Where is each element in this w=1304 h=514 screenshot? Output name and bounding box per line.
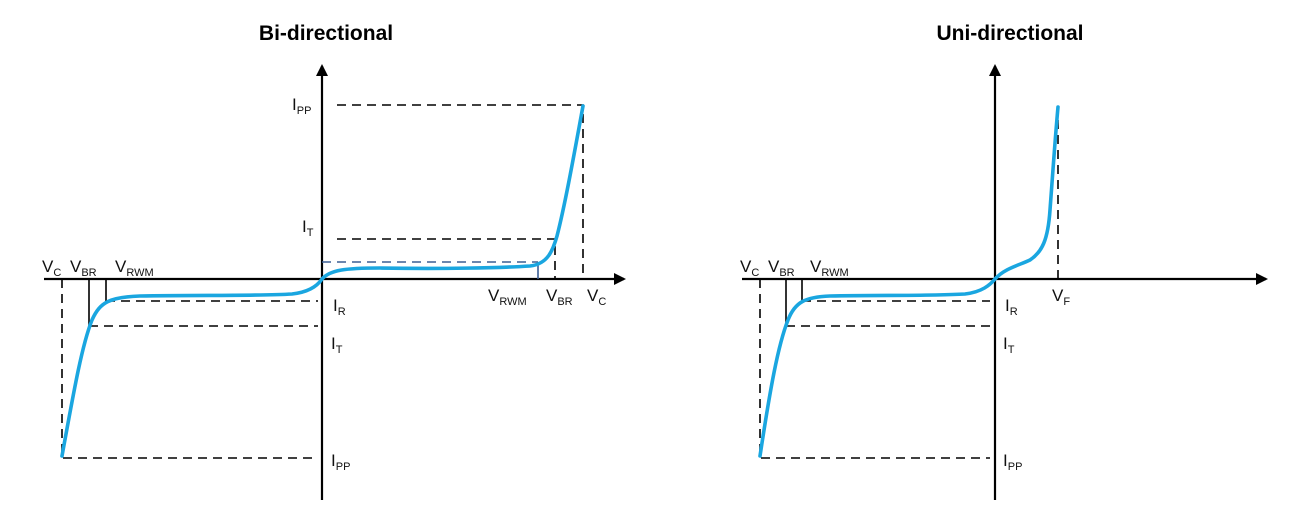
bi-label-vc-neg: VC (42, 257, 61, 279)
uni-iv-curve (758, 105, 1060, 458)
uni-label-vbr-neg: VBR (768, 257, 795, 279)
bi-label-vrwm-pos: VRWM (488, 286, 527, 308)
bidirectional-panel: Bi-directional IPP IT VRWM VBR VC (42, 22, 626, 500)
uni-label-ipp-bottom: IPP (1003, 451, 1022, 473)
bi-label-ipp-top: IPP (292, 95, 311, 117)
bi-label-vbr-pos: VBR (546, 286, 573, 308)
bi-it-top-guide (337, 238, 556, 279)
bi-label-vc-pos: VC (587, 286, 606, 308)
uni-ipp-bottom-guide (759, 279, 990, 459)
bi-label-it-top: IT (302, 217, 314, 239)
uni-label-vrwm-neg: VRWM (810, 257, 849, 279)
bi-label-it-bottom: IT (331, 334, 343, 356)
bi-label-ir: IR (333, 296, 346, 318)
unidirectional-title: Uni-directional (936, 22, 1083, 45)
uni-label-ir: IR (1005, 296, 1018, 318)
bi-ipp-bottom-guide (61, 279, 318, 459)
bi-ipp-top-guide (337, 104, 584, 279)
bi-label-vbr-neg: VBR (70, 257, 97, 279)
uni-label-vf: VF (1052, 286, 1070, 308)
bidirectional-title: Bi-directional (259, 22, 393, 45)
bi-iv-curve (60, 104, 585, 458)
unidirectional-panel: Uni-directional VC VBR VRWM IR VF IT (740, 22, 1268, 500)
uni-label-it-bottom: IT (1003, 334, 1015, 356)
bi-label-ipp-bottom: IPP (331, 451, 350, 473)
bi-label-vrwm-neg: VRWM (115, 257, 154, 279)
uni-label-vc-neg: VC (740, 257, 759, 279)
